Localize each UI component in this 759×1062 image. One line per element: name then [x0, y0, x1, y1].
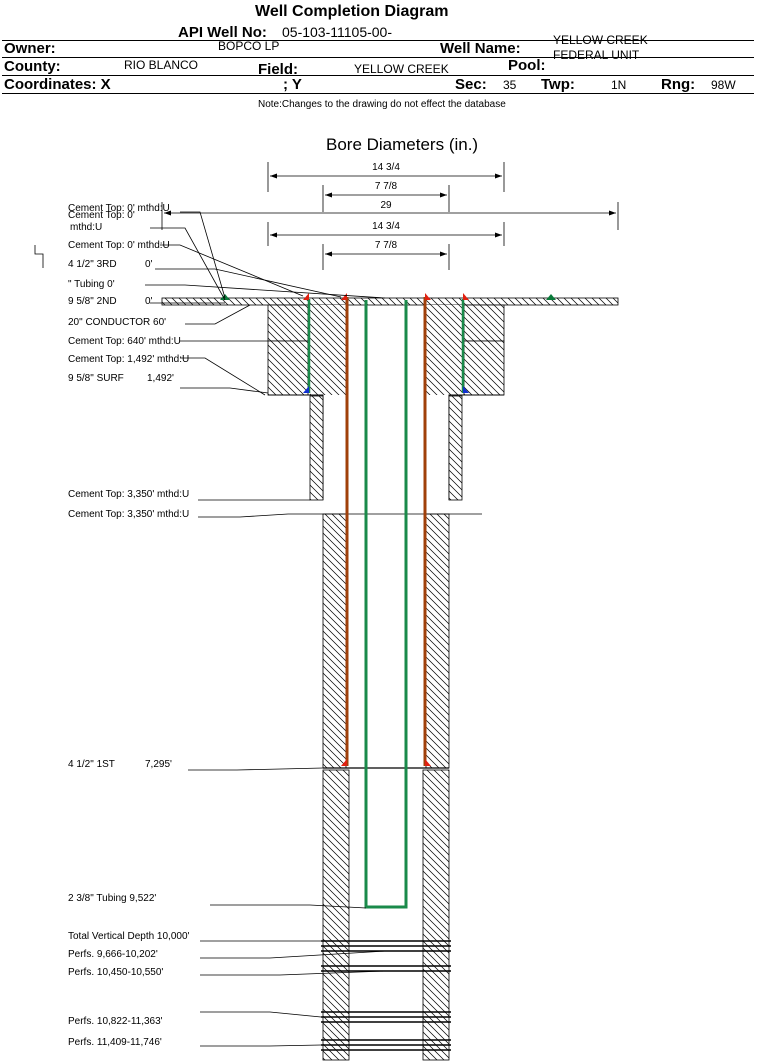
label-cement-top-0-b-method: mthd:U: [70, 222, 102, 233]
dimension-label-intermediate-bore: 14 3/4: [372, 221, 400, 232]
rng-label: Rng:: [661, 76, 696, 93]
label-tubing-bottom: 2 3/8" Tubing 9,522': [68, 893, 156, 904]
bore-diameters-title: Bore Diameters (in.): [326, 135, 478, 154]
surface-casing: [307, 299, 465, 393]
label-total-depth: Total Vertical Depth 10,000': [68, 931, 190, 942]
casing-shoe-markers: [220, 293, 556, 766]
tubing-string: [364, 300, 408, 909]
dimension-label-conductor-bore: 29: [380, 200, 392, 211]
field-value: YELLOW CREEK: [354, 62, 449, 76]
county-value: RIO BLANCO: [124, 58, 199, 72]
header-rule-4: [2, 93, 754, 94]
production-cement-left: [322, 513, 347, 769]
label-casing-2nd: 9 5/8" 2ND: [68, 296, 117, 307]
api-label: API Well No:: [178, 24, 267, 41]
label-casing-1st: 4 1/2" 1ST: [68, 759, 115, 770]
cement-block-lower-right: [448, 395, 463, 501]
twp-label: Twp:: [541, 76, 575, 93]
cement-block-upper-right: [463, 304, 505, 342]
label-casing-3rd-depth: 0': [145, 259, 153, 270]
sec-value: 35: [503, 78, 517, 92]
label-surface-casing-depth: 1,492': [147, 373, 174, 384]
coordinates-label: Coordinates: X: [4, 76, 111, 93]
dimension-label-inner-bore: 7 7/8: [375, 240, 398, 251]
label-perfs-4: Perfs. 11,409-11,746': [68, 1037, 162, 1048]
label-cement-top-3350-a: Cement Top: 3,350' mthd:U: [68, 489, 189, 500]
header-rule-2: [2, 57, 754, 58]
label-casing-1st-depth: 7,295': [145, 759, 172, 770]
well-name-value-2: FEDERAL UNIT: [553, 48, 640, 62]
well-name-value-1: YELLOW CREEK: [553, 33, 648, 47]
dimension-arrowheads: [164, 173, 616, 257]
cement-block-mid-right: [463, 340, 505, 396]
page-title: Well Completion Diagram: [255, 3, 449, 20]
label-casing-3rd: 4 1/2" 3RD: [68, 259, 117, 270]
open-hole-outline: [268, 394, 504, 500]
annulus-fill-upper-left: [310, 305, 346, 395]
label-cement-top-640: Cement Top: 640' mthd:U: [68, 336, 181, 347]
label-cement-top-0-c: Cement Top: 0' mthd:U: [68, 240, 170, 251]
coordinates-y-label: ; Y: [283, 76, 302, 93]
label-cement-top-3350-b: Cement Top: 3,350' mthd:U: [68, 509, 189, 520]
pool-label: Pool:: [508, 57, 546, 74]
owner-label: Owner:: [4, 40, 56, 57]
cement-block-lower-left: [309, 395, 324, 501]
header-rule-1: [2, 40, 754, 41]
owner-value: BOPCO LP: [218, 39, 280, 53]
leader-lines: [34, 211, 387, 1047]
label-cement-top-0-a: Cement Top: 0' mthd:U: [68, 203, 170, 214]
cement-block-upper-left: [267, 304, 309, 342]
label-casing-2nd-depth: 0': [145, 296, 153, 307]
label-cement-top-1492: Cement Top: 1,492' mthd:U: [68, 354, 189, 365]
label-tubing-top: " Tubing 0': [68, 279, 115, 290]
label-conductor: 20" CONDUCTOR 60': [68, 317, 166, 328]
well-name-label: Well Name:: [440, 40, 521, 57]
annulus-fill-upper-right: [426, 305, 462, 395]
twp-value: 1N: [611, 78, 627, 92]
sec-label: Sec:: [455, 76, 487, 93]
header-rule-3: [2, 75, 754, 76]
cement-block-mid-left: [267, 340, 309, 396]
production-casing: [345, 297, 427, 766]
dimension-label-production-bore: 7 7/8: [375, 181, 398, 192]
dimension-lines: [161, 162, 619, 270]
production-cement-right: [425, 513, 450, 769]
county-label: County:: [4, 58, 61, 75]
label-perfs-3: Perfs. 10,822-11,363': [68, 1016, 163, 1027]
api-value: 05-103-11105-00-: [282, 24, 393, 40]
disclaimer-note: Note:Changes to the drawing do not effec…: [258, 99, 506, 110]
label-perfs-2: Perfs. 10,450-10,550': [68, 967, 163, 978]
label-cement-top-0-b: Cement Top: 0': [68, 210, 135, 221]
field-label: Field:: [258, 61, 298, 78]
label-perfs-1: Perfs. 9,666-10,202': [68, 949, 158, 960]
dimension-label-surface-bore: 14 3/4: [372, 162, 400, 173]
rng-value: 98W: [711, 78, 736, 92]
label-surface-casing: 9 5/8" SURF: [68, 373, 124, 384]
conductor-surface-slab: [161, 297, 619, 306]
